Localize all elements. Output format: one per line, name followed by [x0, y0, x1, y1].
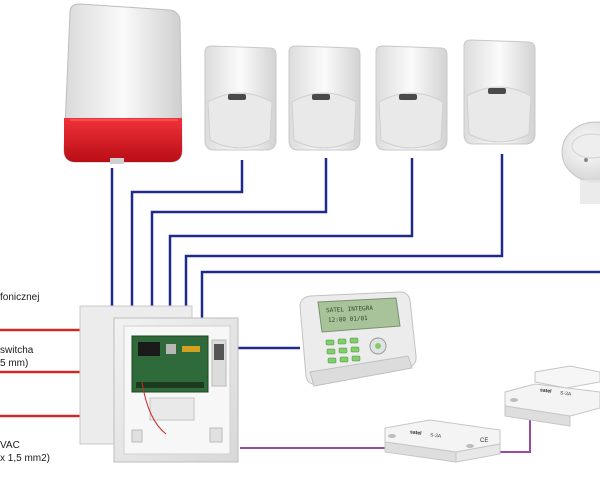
wire-smoke: [200, 270, 600, 326]
power-line-label-2: x 1,5 mm2): [0, 453, 51, 464]
power-line-label: VAC: [0, 440, 20, 451]
wire-pir-1: [130, 160, 244, 308]
control-panel: [79, 305, 239, 463]
outdoor-siren: [63, 3, 183, 164]
phone-line-label: fonicznej: [0, 292, 40, 303]
wire-pir-3: [168, 158, 414, 308]
signal-wires: [110, 154, 600, 350]
magnetic-contact-1: [384, 419, 501, 463]
lcd-keypad: [299, 291, 417, 387]
pir-detector-4: [463, 39, 536, 145]
power-wires: [0, 328, 80, 418]
pir-detector-3: [375, 45, 448, 151]
magnetic-contact-2: [504, 365, 600, 427]
wire-pir-4: [184, 154, 504, 308]
pir-detector-2: [288, 45, 361, 151]
switch-line-label-2: 5 mm): [0, 358, 29, 369]
smoke-detector: [561, 121, 600, 204]
switch-line-label: switcha: [0, 345, 34, 356]
wire-pir-2: [150, 158, 328, 308]
contact-1-ce-mark: CE: [480, 438, 489, 444]
pir-detector-1: [204, 45, 277, 151]
